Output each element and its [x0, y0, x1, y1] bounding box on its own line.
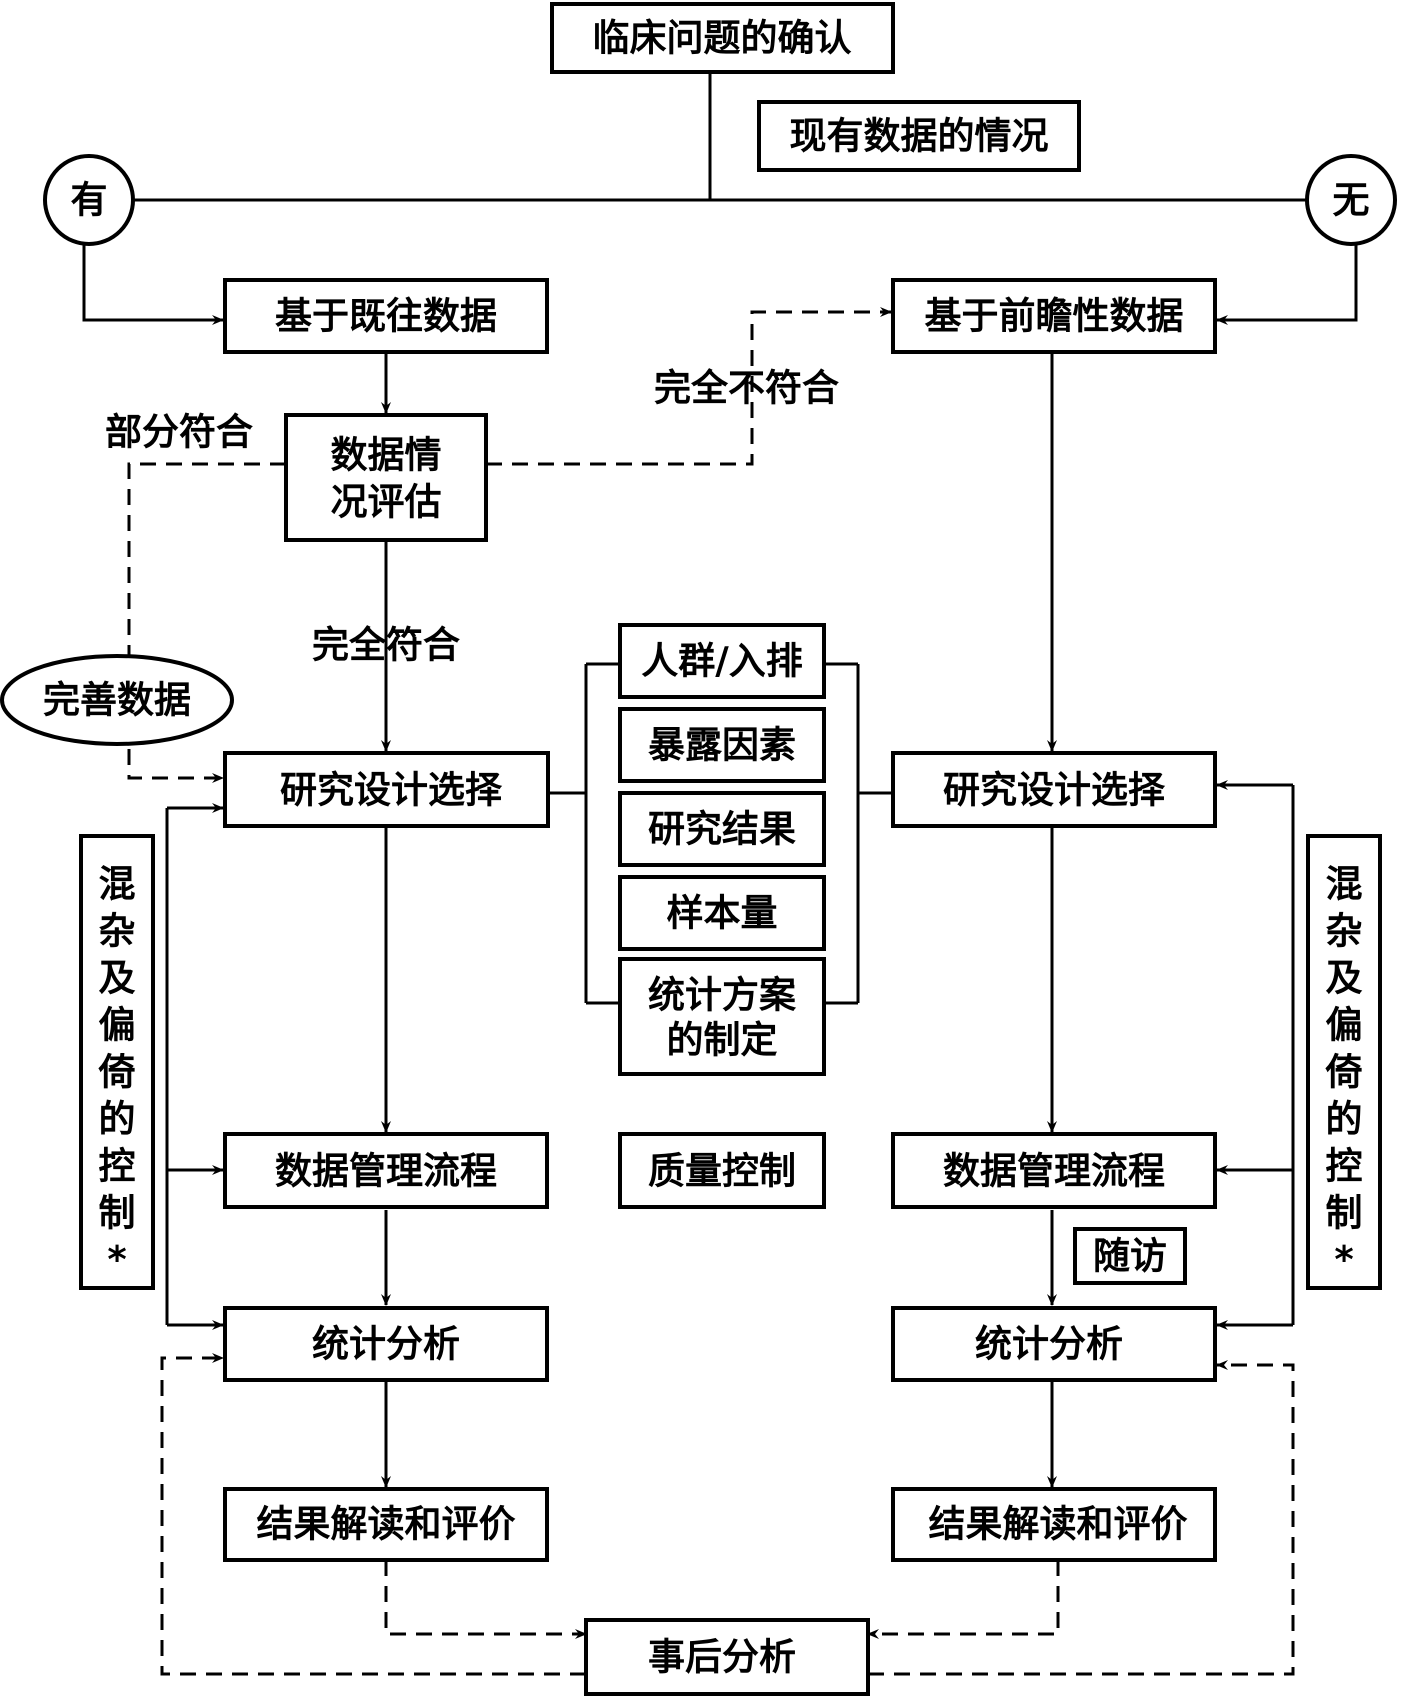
connectors	[82, 72, 1358, 1676]
confounding-control-right: 混 杂 及 偏 倚 的 控 制 *	[1306, 834, 1382, 1290]
confound-char: 及	[99, 957, 136, 1000]
svg-text:结果解读和评价: 结果解读和评价	[257, 1503, 516, 1546]
node-design-left: 研究设计选择	[223, 751, 550, 828]
svg-text:研究设计选择: 研究设计选择	[280, 769, 503, 812]
node-design-right: 研究设计选择	[891, 751, 1217, 828]
confound-char: 的	[99, 1098, 136, 1141]
confound-char: 偏	[99, 1004, 136, 1047]
node-data-mgmt-right: 数据管理流程	[891, 1132, 1217, 1209]
svg-text:无: 无	[1333, 179, 1370, 222]
node-none: 无	[1305, 154, 1397, 246]
has-to-retro-arrow	[82, 240, 224, 325]
svg-text:完善数据: 完善数据	[43, 679, 191, 722]
svg-text:有: 有	[71, 179, 108, 222]
posthoc-to-stat-left	[160, 1353, 586, 1676]
interp-left-to-posthoc	[384, 1560, 587, 1639]
svg-text:临床问题的确认: 临床问题的确认	[593, 17, 852, 60]
svg-text:事后分析: 事后分析	[648, 1636, 796, 1679]
confound-char: *	[1334, 1239, 1353, 1282]
confound-char: 制	[99, 1192, 136, 1235]
svg-text:研究结果: 研究结果	[648, 808, 796, 851]
svg-text:统计方案: 统计方案	[648, 974, 797, 1017]
confound-char: 控	[99, 1145, 136, 1188]
confound-char: 倚	[1325, 1051, 1363, 1094]
svg-text:数据管理流程: 数据管理流程	[275, 1150, 497, 1193]
confound-char: 杂	[1326, 910, 1363, 953]
svg-text:暴露因素: 暴露因素	[648, 724, 796, 767]
node-prospective: 基于前瞻性数据	[891, 278, 1217, 354]
node-retrospective: 基于既往数据	[223, 278, 549, 354]
node-population: 人群/入排	[618, 623, 826, 699]
svg-text:统计分析: 统计分析	[975, 1323, 1123, 1366]
edge-label-full-match: 完全符合	[312, 624, 460, 667]
confounding-left-chars: 混 杂 及 偏 倚 的 控 制 *	[98, 863, 136, 1282]
node-existing-data: 现有数据的情况	[757, 100, 1081, 172]
confound-char: 控	[1326, 1145, 1363, 1188]
confound-char: 的	[1326, 1098, 1363, 1141]
posthoc-to-stat-right	[868, 1360, 1295, 1676]
confound-char: 混	[99, 863, 136, 906]
svg-text:结果解读和评价: 结果解读和评价	[929, 1503, 1188, 1546]
svg-text:基于前瞻性数据: 基于前瞻性数据	[925, 295, 1184, 338]
svg-text:的制定: 的制定	[667, 1019, 778, 1062]
edge-label-partial: 部分符合	[105, 411, 253, 454]
node-outcome: 研究结果	[618, 791, 826, 867]
svg-text:现有数据的情况: 现有数据的情况	[790, 115, 1049, 158]
edge-label-no-match: 完全不符合	[654, 367, 839, 410]
confound-char: 倚	[98, 1051, 136, 1094]
svg-text:统计分析: 统计分析	[312, 1323, 460, 1366]
svg-text:基于既往数据: 基于既往数据	[275, 295, 497, 338]
partial-arrow	[127, 462, 286, 783]
node-data-mgmt-left: 数据管理流程	[223, 1132, 549, 1209]
svg-text:质量控制: 质量控制	[648, 1150, 796, 1193]
node-post-hoc: 事后分析	[584, 1618, 870, 1696]
svg-text:研究设计选择: 研究设计选择	[943, 769, 1166, 812]
confound-char: 制	[1326, 1192, 1363, 1235]
node-stat-plan: 统计方案 的制定	[618, 957, 826, 1076]
none-to-pro-arrow	[1216, 240, 1358, 325]
svg-text:数据情: 数据情	[331, 434, 442, 477]
node-stat-left: 统计分析	[223, 1306, 549, 1382]
node-exposure: 暴露因素	[618, 707, 826, 783]
node-sample-size: 样本量	[618, 875, 826, 951]
svg-text:数据管理流程: 数据管理流程	[943, 1150, 1165, 1193]
confounding-right-chars: 混 杂 及 偏 倚 的 控 制 *	[1325, 863, 1363, 1282]
node-stat-right: 统计分析	[891, 1306, 1217, 1382]
node-has: 有	[43, 154, 135, 246]
node-follow-up: 随访	[1073, 1227, 1187, 1285]
confounding-control-left: 混 杂 及 偏 倚 的 控 制 *	[79, 834, 155, 1290]
node-interpret-left: 结果解读和评价	[223, 1487, 549, 1562]
svg-text:况评估: 况评估	[331, 481, 442, 524]
node-improve-data: 完善数据	[0, 654, 234, 746]
confound-char: 杂	[99, 910, 136, 953]
node-clinical-question: 临床问题的确认	[550, 2, 895, 74]
interp-right-to-posthoc	[867, 1560, 1060, 1639]
confound-char: 混	[1326, 863, 1363, 906]
node-quality-control: 质量控制	[618, 1132, 826, 1209]
svg-text:人群/入排: 人群/入排	[641, 640, 803, 683]
node-interpret-right: 结果解读和评价	[891, 1487, 1217, 1562]
node-assessment: 数据情 况评估	[284, 413, 488, 542]
nomatch-arrow	[486, 307, 892, 466]
confound-char: 偏	[1326, 1004, 1363, 1047]
confound-char: 及	[1326, 957, 1363, 1000]
svg-text:随访: 随访	[1093, 1235, 1167, 1278]
svg-text:样本量: 样本量	[667, 892, 778, 935]
confound-char: *	[107, 1239, 126, 1282]
